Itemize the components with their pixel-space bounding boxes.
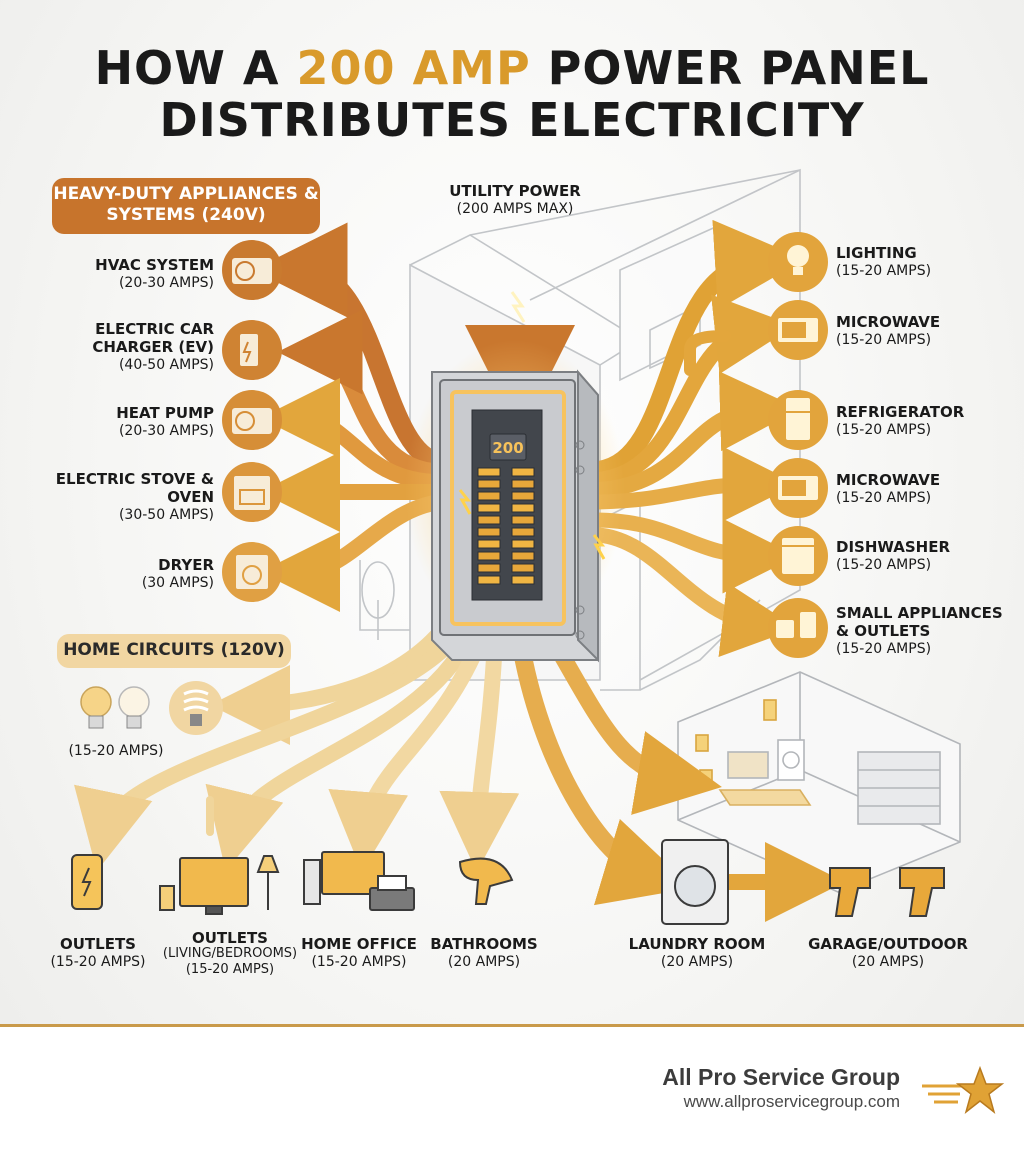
tv-lamp-icon — [179, 857, 249, 907]
left-icon-circles — [222, 240, 282, 602]
diagram-art: 200 — [71, 168, 961, 925]
breaker-switch — [511, 515, 535, 525]
breaker-switch — [511, 467, 535, 477]
hair-dryer-icon — [458, 857, 514, 905]
left-item-ev-charger: ELECTRIC CAR CHARGER (EV)(40-50 AMPS) — [92, 320, 214, 373]
title-line-1: HOW A 200 AMP POWER PANEL — [94, 41, 930, 95]
heavy-duty-group-label: HEAVY-DUTY APPLIANCES & SYSTEMS (240V) — [52, 178, 320, 234]
right-item-refrigerator: REFRIGERATOR(15-20 AMPS) — [836, 403, 965, 438]
left-item-heat-pump: HEAT PUMP(20-30 AMPS) — [116, 404, 214, 439]
breaker-switch — [477, 527, 501, 537]
left-item-dryer: DRYER(30 AMPS) — [141, 556, 214, 591]
bottom-item-outlets-living: OUTLETS(LIVING/BEDROOMS) (15-20 AMPS) — [162, 929, 298, 977]
bottom-item-bathrooms: BATHROOMS(20 AMPS) — [430, 935, 538, 970]
breaker-switch — [511, 491, 535, 501]
right-item-small-appliances: SMALL APPLIANCES & OUTLETS(15-20 AMPS) — [836, 604, 1003, 657]
breaker-switch — [511, 527, 535, 537]
right-arrows — [589, 219, 805, 657]
brand-name: All Pro Service Group — [662, 1064, 900, 1090]
title-highlight: 200 AMP — [296, 41, 531, 95]
utility-power-label: UTILITY POWER(200 AMPS MAX) — [449, 182, 581, 217]
breaker-switch — [511, 551, 535, 561]
bottom-item-outlets: OUTLETS(15-20 AMPS) — [50, 935, 146, 970]
bottom-item-laundry: LAUNDRY ROOM(20 AMPS) — [628, 935, 766, 970]
room-cutaway — [677, 671, 961, 893]
right-item-microwave: MICROWAVE(15-20 AMPS) — [836, 313, 941, 348]
bulbs-120v — [80, 681, 223, 735]
right-icon-circles — [768, 232, 828, 658]
left-item-stove-oven: ELECTRIC STOVE & OVEN(30-50 AMPS) — [55, 470, 214, 523]
bottom-icons — [71, 839, 945, 925]
breaker-switch — [511, 539, 535, 549]
breaker-switch — [511, 575, 535, 585]
right-item-lighting: LIGHTING(15-20 AMPS) — [836, 244, 932, 279]
power-panel — [405, 340, 625, 663]
computer-printer-icon — [321, 851, 385, 895]
brand-star-icon — [922, 1065, 1005, 1115]
brand-url: www.allproservicegroup.com — [683, 1092, 900, 1111]
breaker-switch — [477, 563, 501, 573]
breaker-switch — [477, 479, 501, 489]
breaker-switch — [477, 575, 501, 585]
lights-120v-amps: (15-20 AMPS) — [68, 743, 164, 759]
left-item-hvac: HVAC SYSTEM(20-30 AMPS) — [95, 256, 214, 291]
title-line-2: DISTRIBUTES ELECTRICITY — [159, 93, 865, 147]
footer — [0, 1027, 1024, 1154]
bottom-arrows — [74, 612, 845, 922]
breaker-switch — [477, 503, 501, 513]
bottom-item-home-office: HOME OFFICE(15-20 AMPS) — [301, 935, 417, 970]
breaker-switch — [511, 503, 535, 513]
breaker-switch — [511, 479, 535, 489]
panel-display: 200 — [492, 439, 523, 457]
power-tools-icon — [829, 867, 871, 917]
breaker-switch — [511, 563, 535, 573]
footer-divider — [0, 1024, 1024, 1027]
right-item-microwave-2: MICROWAVE(15-20 AMPS) — [836, 471, 941, 506]
right-item-dishwasher: DISHWASHER(15-20 AMPS) — [836, 538, 951, 573]
breaker-switch — [477, 515, 501, 525]
bottom-item-garage: GARAGE/OUTDOOR(20 AMPS) — [808, 935, 968, 970]
breaker-switch — [477, 467, 501, 477]
breaker-switch — [477, 539, 501, 549]
breaker-switch — [477, 491, 501, 501]
breaker-switch — [477, 551, 501, 561]
home-circuits-group-label: HOME CIRCUITS (120V) — [57, 634, 291, 668]
